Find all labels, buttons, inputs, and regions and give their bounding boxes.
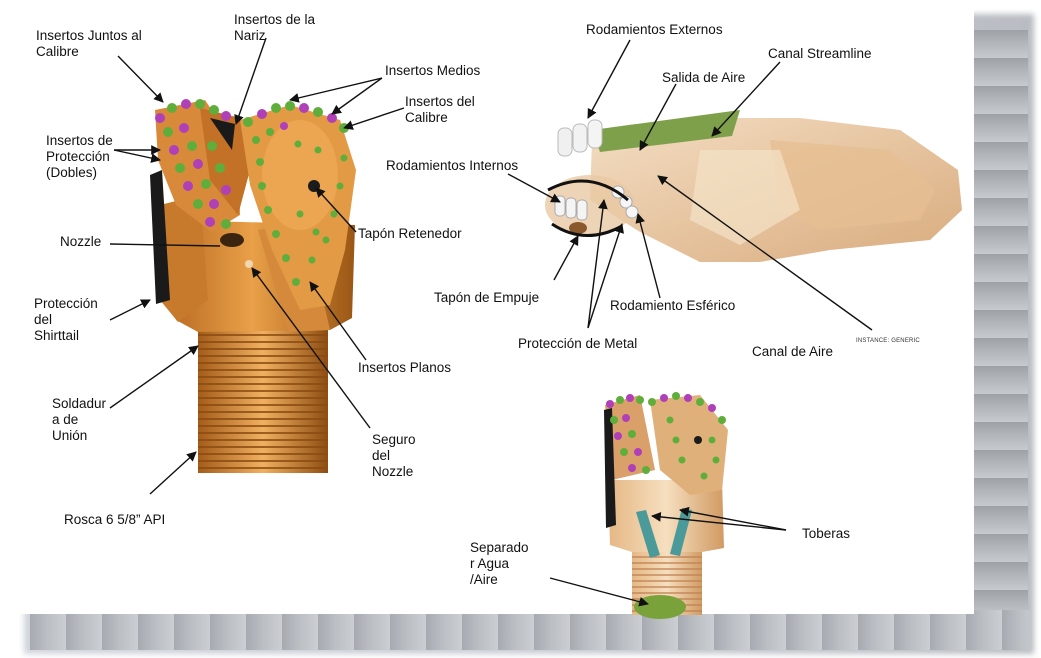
tricone-bit-left (150, 99, 356, 473)
label-canal-streamline: Canal Streamline (768, 46, 872, 62)
nozzle-lock (245, 260, 253, 268)
transparent-bit (604, 392, 728, 619)
label-rodamientos-externos: Rodamientos Externos (586, 22, 723, 38)
label-insertos-calibre: Insertos del Calibre (405, 94, 475, 126)
label-toberas: Toberas (802, 526, 850, 542)
label-proteccion-metal: Protección de Metal (518, 336, 637, 352)
label-rosca: Rosca 6 5/8” API (64, 512, 165, 528)
label-instance: INSTANCE: GENERIC (856, 338, 920, 344)
label-proteccion-shirttail: Protección del Shirttail (34, 296, 98, 344)
label-seguro-nozzle: Seguro del Nozzle (372, 432, 416, 480)
label-rodamiento-esferico: Rodamiento Esférico (610, 298, 735, 314)
inner-bearings (555, 196, 587, 220)
label-insertos-planos: Insertos Planos (358, 360, 451, 376)
label-insertos-medios: Insertos Medios (385, 63, 480, 79)
label-insertos-juntos: Insertos Juntos al Calibre (36, 28, 142, 60)
label-tapon-retenedor: Tapón Retenedor (358, 226, 462, 242)
label-nozzle: Nozzle (60, 234, 101, 250)
label-salida-aire: Salida de Aire (662, 70, 745, 86)
label-separador: Separado r Agua /Aire (470, 540, 529, 588)
label-rodamientos-internos: Rodamientos Internos (386, 158, 518, 174)
label-insertos-proteccion: Insertos de Protección (Dobles) (46, 133, 113, 181)
label-tapon-empuje: Tapón de Empuje (434, 290, 539, 306)
nozzle-hole (220, 233, 244, 247)
label-insertos-nariz: Insertos de la Nariz (234, 12, 315, 44)
label-canal-aire: Canal de Aire (752, 344, 833, 360)
cutaway-bit-leg (545, 110, 962, 262)
water-air-separator (634, 595, 686, 619)
label-soldadura: Soldadur a de Unión (52, 396, 106, 444)
